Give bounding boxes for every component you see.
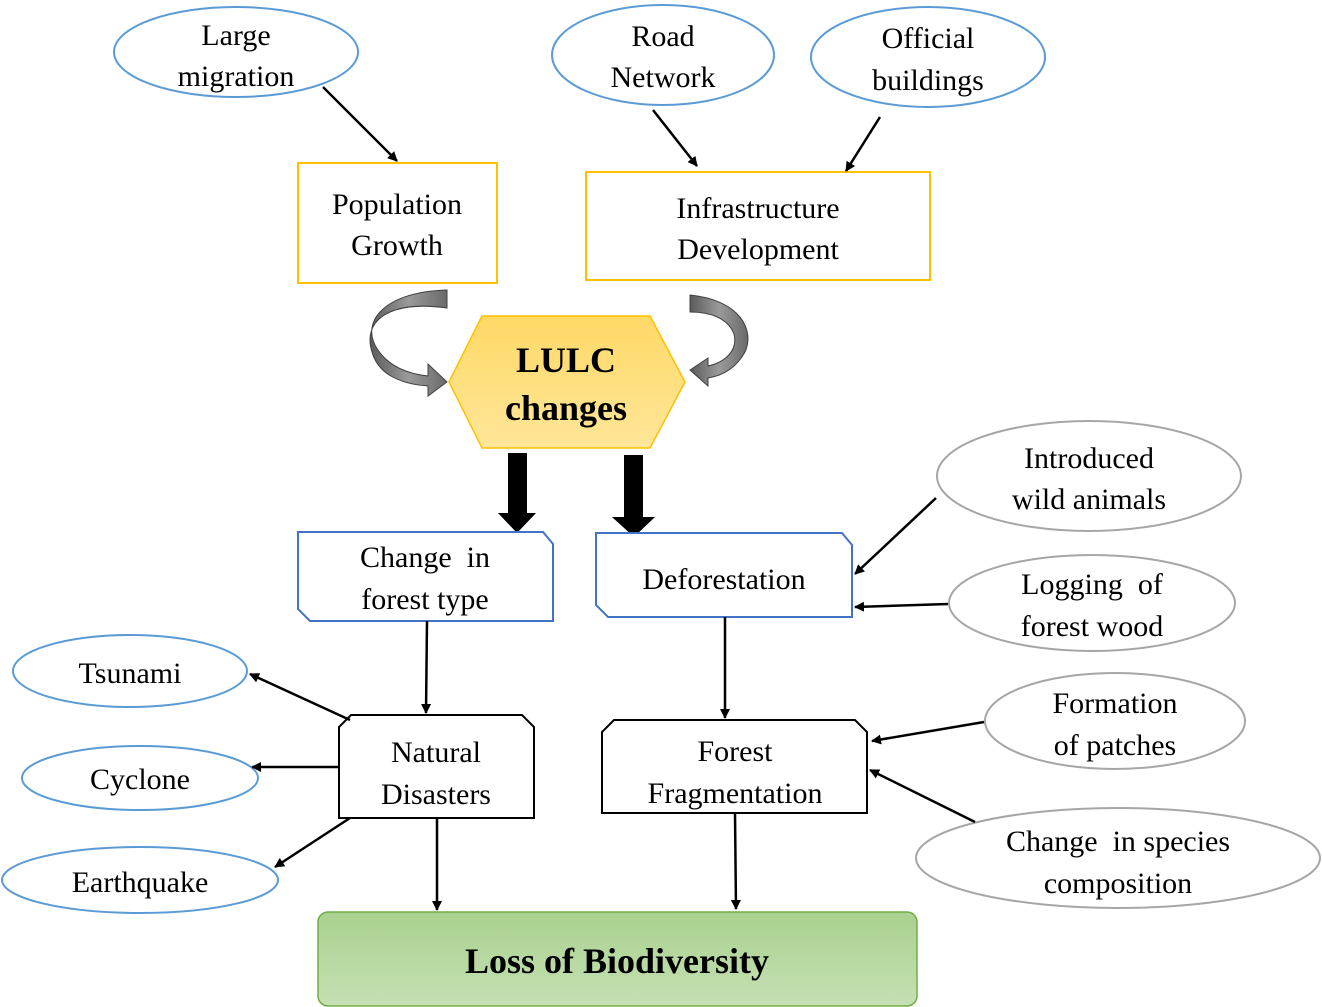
curved-arrow-right-icon xyxy=(689,294,749,388)
node-logging-of-forest-wood: Logging of forest wood xyxy=(948,554,1236,652)
svg-text:Infrastructure: Infrastructure xyxy=(676,192,839,225)
arrow xyxy=(322,86,398,162)
svg-text:migration: migration xyxy=(178,60,295,93)
node-introduced-wild-animals: Introduced wild animals xyxy=(936,420,1242,532)
arrow xyxy=(730,812,741,910)
arrow xyxy=(854,601,949,612)
arrow xyxy=(249,672,351,722)
svg-text:Road: Road xyxy=(631,20,694,53)
svg-text:Introduced: Introduced xyxy=(1024,442,1154,475)
svg-text:Large: Large xyxy=(201,19,270,52)
node-tsunami: Tsunami xyxy=(12,634,248,708)
node-change-in-forest-type: Change in forest type xyxy=(297,531,554,622)
svg-text:Fragmentation: Fragmentation xyxy=(648,777,823,810)
svg-text:changes: changes xyxy=(505,388,627,428)
node-deforestation: Deforestation xyxy=(595,532,853,618)
node-formation-of-patches: Formation of patches xyxy=(984,672,1246,770)
svg-text:Natural: Natural xyxy=(391,736,481,769)
node-forest-fragmentation: Forest Fragmentation xyxy=(601,719,868,814)
svg-text:Development: Development xyxy=(677,233,839,266)
node-official-buildings: Official buildings xyxy=(810,6,1046,108)
svg-text:Formation: Formation xyxy=(1053,687,1178,720)
svg-text:Change in species: Change in species xyxy=(1006,825,1230,858)
node-earthquake: Earthquake xyxy=(1,846,279,914)
block-arrow-down-icon xyxy=(498,453,536,533)
node-loss-of-biodiversity: Loss of Biodiversity xyxy=(317,911,918,1007)
svg-text:Population: Population xyxy=(332,188,462,221)
svg-text:Deforestation: Deforestation xyxy=(642,563,805,596)
svg-text:Logging of: Logging of xyxy=(1021,568,1163,601)
svg-text:LULC: LULC xyxy=(516,340,616,380)
svg-text:Earthquake: Earthquake xyxy=(72,866,209,899)
svg-text:Growth: Growth xyxy=(351,229,443,262)
svg-text:of patches: of patches xyxy=(1054,729,1176,762)
svg-text:Tsunami: Tsunami xyxy=(79,657,182,690)
arrow xyxy=(421,620,432,714)
svg-text:Disasters: Disasters xyxy=(381,778,491,811)
svg-text:buildings: buildings xyxy=(872,64,984,97)
node-cyclone: Cyclone xyxy=(21,745,259,811)
svg-text:Forest: Forest xyxy=(698,735,774,768)
node-large-migration: Large migration xyxy=(113,6,359,98)
curved-arrow-left-icon xyxy=(369,289,448,397)
svg-text:Loss of Biodiversity: Loss of Biodiversity xyxy=(465,941,769,981)
svg-text:Cyclone: Cyclone xyxy=(90,763,190,796)
arrow xyxy=(854,497,937,575)
block-arrow-down-icon xyxy=(612,455,655,537)
svg-text:composition: composition xyxy=(1044,867,1192,900)
node-population-growth: Population Growth xyxy=(297,162,498,284)
svg-text:forest wood: forest wood xyxy=(1021,610,1163,643)
node-natural-disasters: Natural Disasters xyxy=(338,714,535,819)
node-lulc-changes: LULC changes xyxy=(448,315,686,449)
connector-arrows xyxy=(249,86,985,911)
svg-text:Change in: Change in xyxy=(360,541,490,574)
arrow xyxy=(871,720,985,745)
node-infrastructure-development: Infrastructure Development xyxy=(585,171,931,281)
svg-text:Network: Network xyxy=(611,61,716,94)
node-change-in-species-composition: Change in species composition xyxy=(915,807,1321,909)
arrow xyxy=(274,816,351,869)
svg-text:Official: Official xyxy=(882,22,975,55)
arrow xyxy=(652,109,698,167)
svg-text:forest type: forest type xyxy=(361,583,488,616)
svg-text:wild animals: wild animals xyxy=(1012,483,1166,516)
arrow xyxy=(869,768,976,824)
arrow xyxy=(844,116,882,172)
node-road-network: Road Network xyxy=(551,4,775,106)
